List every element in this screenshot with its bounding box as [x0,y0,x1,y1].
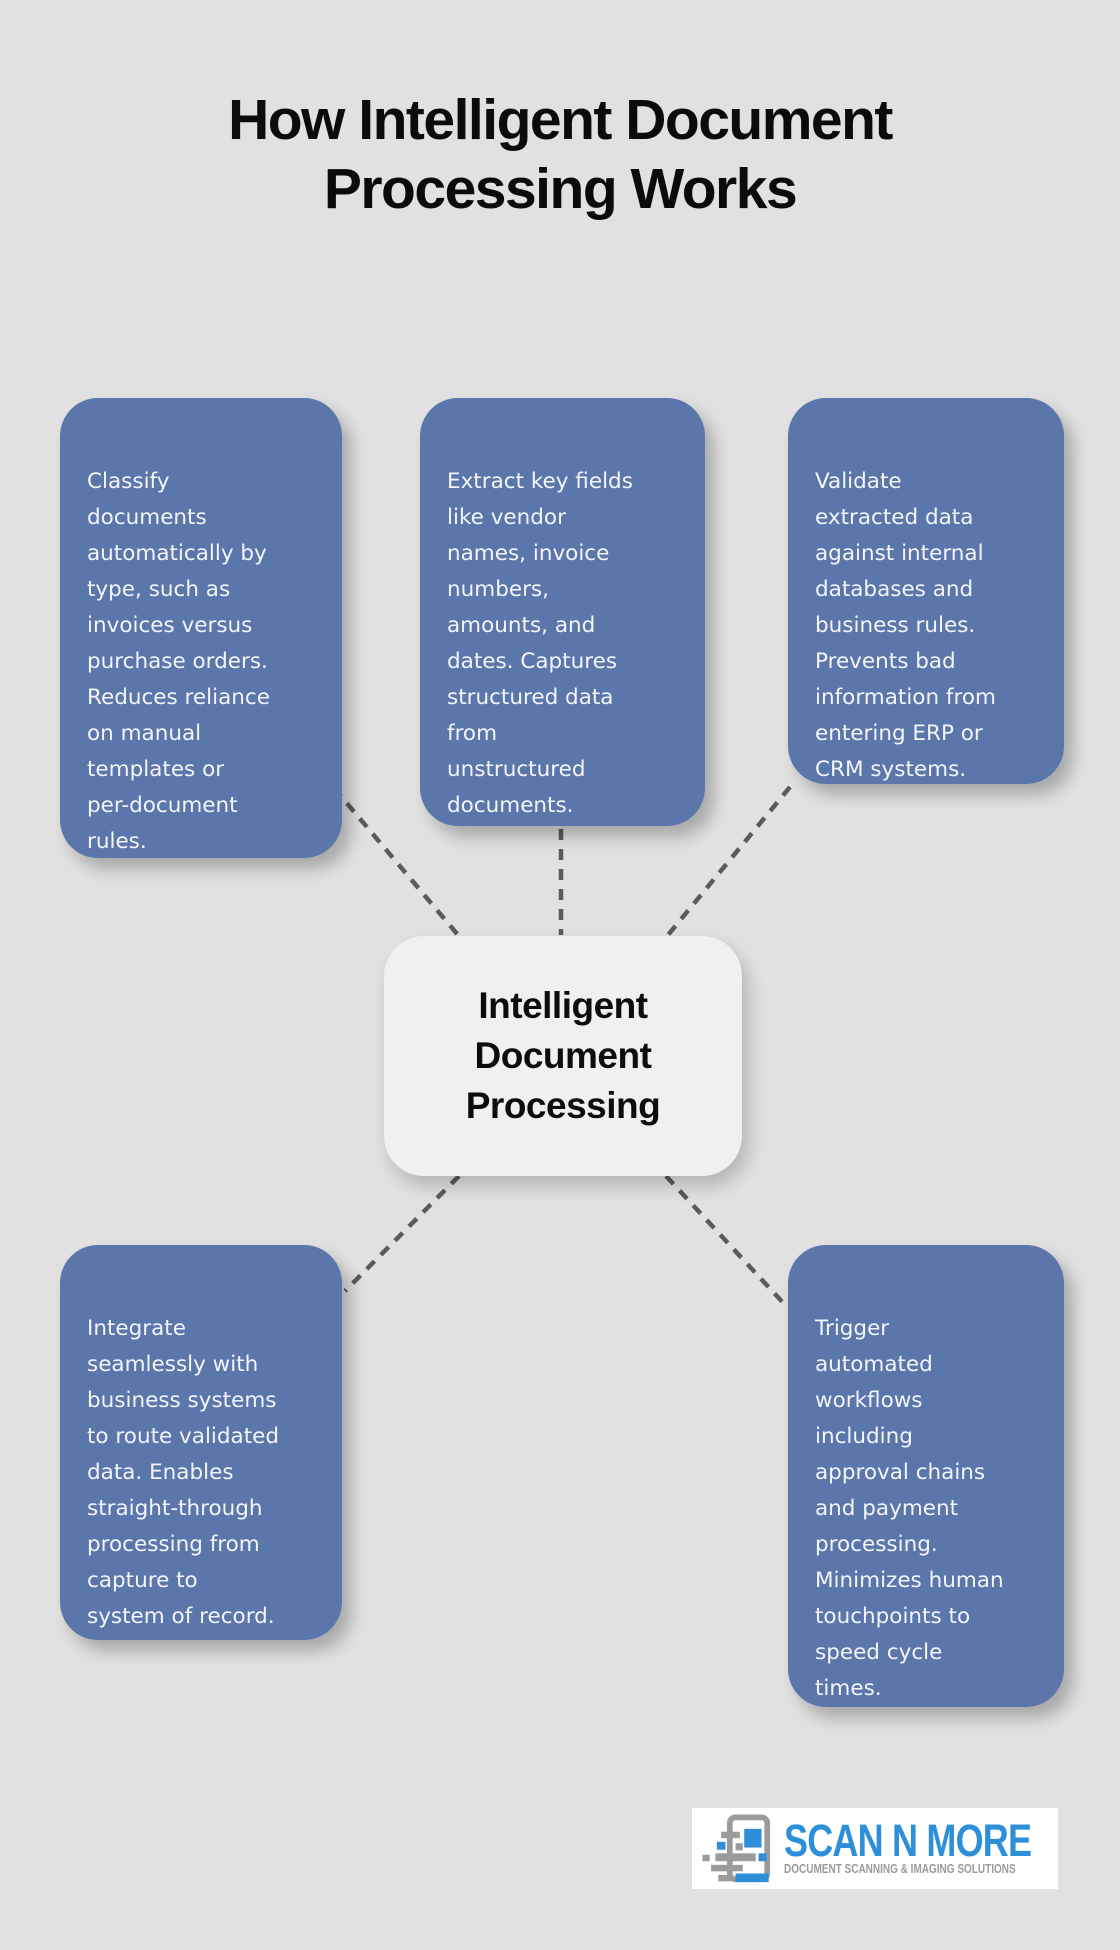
page-title: How Intelligent Document Processing Work… [228,88,893,221]
logo-tagline: DOCUMENT SCANNING & IMAGING SOLUTIONS [784,1862,1016,1876]
connector-integrate [343,1174,461,1293]
node-integrate-text: Integrate seamlessly with business syste… [87,1316,280,1629]
connector-trigger [664,1174,789,1309]
node-validate: Validate extracted data against internal… [788,398,1064,784]
logo: SCAN N MORE DOCUMENT SCANNING & IMAGING … [692,1808,1058,1889]
logo-brand: SCAN N MORE [784,1815,1032,1866]
connector-classify [332,786,460,937]
node-center-label: Intelligent Document Processing [465,985,661,1126]
node-integrate: Integrate seamlessly with business syste… [60,1245,342,1640]
node-classify: Classify documents automatically by type… [60,398,342,858]
logo-text: SCAN N MORE DOCUMENT SCANNING & IMAGING … [784,1815,1093,1877]
node-extract-text: Extract key fields like vendor names, in… [447,469,633,818]
node-center: Intelligent Document Processing [384,936,742,1176]
node-validate-text: Validate extracted data against internal… [815,469,996,782]
node-extract: Extract key fields like vendor names, in… [420,398,705,826]
scan-document-icon [702,1813,771,1882]
node-trigger-text: Trigger automated workflows including ap… [815,1316,1004,1701]
node-trigger: Trigger automated workflows including ap… [788,1245,1064,1707]
node-classify-text: Classify documents automatically by type… [87,469,270,854]
